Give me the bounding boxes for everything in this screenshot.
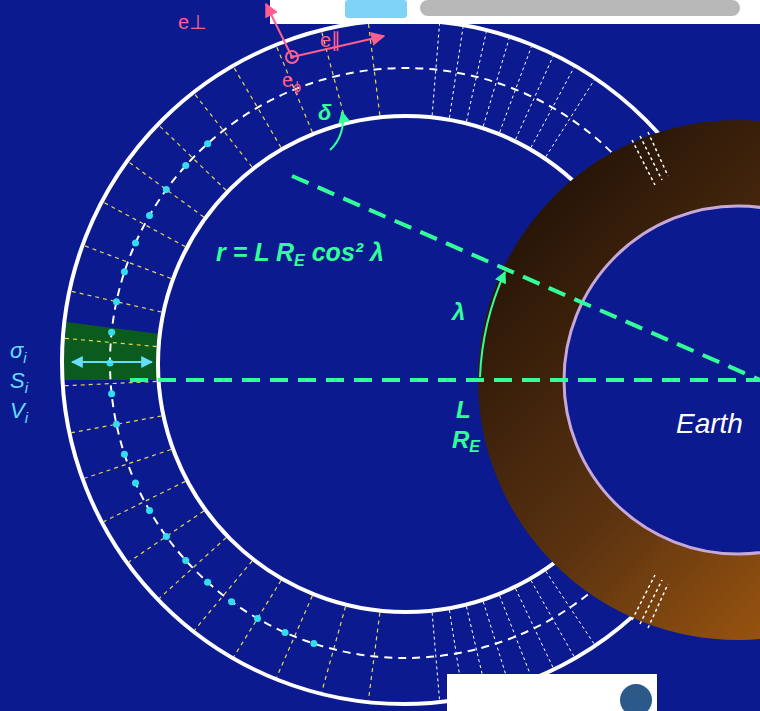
tube-divider [483, 39, 509, 127]
tube-divider [85, 450, 172, 479]
tube-divider [129, 511, 204, 562]
grid-point [204, 579, 211, 586]
grid-point [282, 629, 289, 636]
unit-vector-label: e [282, 70, 293, 90]
grid-point [163, 186, 170, 193]
panel-icon [620, 684, 652, 711]
grid-point [182, 557, 189, 564]
grid-point [132, 479, 139, 486]
grid-point [108, 329, 115, 336]
formula-label: cos² λ [312, 240, 384, 265]
unit-vector-label: e⊥ [178, 12, 207, 32]
delta-arc [330, 112, 343, 150]
tube-divider [234, 581, 281, 657]
e-phi-symbol [286, 51, 298, 63]
tube-divider [71, 416, 161, 433]
distance-label: R [452, 428, 469, 452]
subscript: i [25, 410, 28, 425]
grid-point [121, 268, 128, 275]
formula-label: r = L R [216, 240, 294, 265]
panel-bar [420, 0, 740, 16]
grid-point [228, 598, 235, 605]
tube-divider [104, 481, 185, 521]
equator-line [130, 378, 760, 382]
distance-label: L [456, 398, 471, 422]
grid-point [310, 640, 317, 647]
planet-label: Earth [676, 410, 743, 438]
cell-label: σ [10, 340, 23, 362]
e-perp-arrow [266, 4, 292, 57]
tube-divider [277, 47, 313, 132]
grid-point [146, 507, 153, 514]
grid-point [163, 533, 170, 540]
grid-point [132, 240, 139, 247]
tube-divider [546, 80, 594, 157]
grid-point [254, 615, 261, 622]
angle-label: λ [452, 300, 465, 324]
grid-point [108, 390, 115, 397]
e-phi-dot [290, 55, 294, 59]
panel-button [345, 0, 407, 18]
tube-divider [500, 596, 532, 677]
grid-points [107, 140, 318, 647]
subscript: ϕ [293, 80, 301, 94]
tube-divider [65, 381, 157, 385]
grid-point [182, 162, 189, 169]
angle-label: δ [318, 102, 331, 124]
lambda-arc [480, 272, 505, 377]
tube-divider [516, 56, 553, 139]
top-panel [270, 0, 760, 24]
tube-divider [129, 162, 204, 217]
subscript: E [294, 253, 305, 269]
tube-divider [159, 538, 226, 599]
grid-point [113, 298, 120, 305]
grid-point [146, 212, 153, 219]
subscript: i [25, 380, 28, 395]
width-arrow [72, 361, 152, 363]
unit-vector-label: e∥ [320, 30, 341, 50]
latitude-line [292, 176, 760, 380]
grid-point [113, 421, 120, 428]
cell-label: S [10, 370, 25, 392]
cell-label: V [10, 400, 25, 422]
grid-point [204, 140, 211, 147]
grid-point [121, 451, 128, 458]
subscript: E [469, 439, 480, 455]
subscript: i [23, 350, 26, 365]
tube-divider [71, 291, 161, 312]
